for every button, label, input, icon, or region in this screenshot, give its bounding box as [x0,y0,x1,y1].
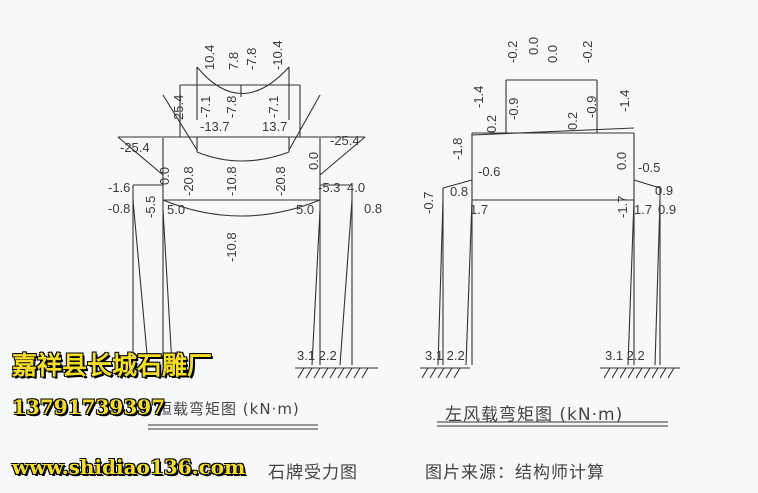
moment-value-label: -13.7 [200,119,230,134]
right-base-label-2: 3.1 2.2 [605,348,645,363]
moment-value-label: -1.6 [108,180,130,195]
moment-value-label: -25.4 [330,133,360,148]
moment-value-label: 13.7 [262,119,287,134]
moment-value-label: -25.4 [120,140,150,155]
moment-value-label: 0.0 [545,45,560,63]
moment-value-label: 0.8 [364,201,382,216]
moment-value-label: -1.7 [615,196,630,218]
left-frame [117,66,378,379]
figure-name: 石牌受力图 [268,463,358,483]
moment-value-label: -0.7 [421,192,436,214]
moment-value-label: -0.6 [478,164,500,179]
moment-value-label: -7.8 [224,96,239,118]
moment-value-label: -0.5 [638,160,660,175]
moment-value-label: 0.9 [655,183,673,198]
moment-value-label: -10.8 [224,166,239,196]
moment-value-label: 0.0 [614,152,629,170]
moment-value-label: 25.4 [171,95,186,120]
moment-value-label: 0.0 [306,152,321,170]
moment-value-label: -0.2 [580,41,595,63]
moment-value-label: 0.2 [565,112,580,130]
moment-value-label: -20.8 [181,166,196,196]
moment-value-label: -0.8 [108,201,130,216]
moment-value-label: -0.2 [505,41,520,63]
title-underlines [148,421,668,430]
moment-value-label: -7.1 [266,96,281,118]
moment-value-label: 10.4 [202,45,217,70]
moment-value-label: -5.5 [143,196,158,218]
right-frame [420,79,680,379]
moment-value-label: -1.8 [450,138,465,160]
right-title-unit: (kN·m) [559,405,624,425]
right-diagram-title: 左风载弯矩图 (kN·m) [445,400,623,425]
moment-value-label: 4.0 [347,180,365,195]
left-base-label: 3.1 2.2 [297,348,337,363]
moment-value-label: -1.4 [617,90,632,112]
moment-value-label: -7.8 [244,48,259,70]
moment-value-label: -0.9 [584,96,599,118]
moment-value-label: -10.8 [224,232,239,262]
moment-value-label: 0.8 [450,184,468,199]
watermark-website: www.shidiao136.com [12,455,246,479]
right-moment-labels: -0.2 0.0 0.0 -0.2 -1.4 -0.9 -0.9 -1.4 0.2 0.2 -1.8… [421,37,676,218]
moment-value-label: -20.8 [273,166,288,196]
moment-value-label: -1.4 [471,86,486,108]
moment-value-label: 0.9 [658,202,676,217]
moment-value-label: 1.7 [470,202,488,217]
watermark-phone: 13791739397 [12,395,166,419]
left-diagram-title: 恒载弯矩图 (kN·m) [157,398,300,419]
moment-value-label: 1.7 [634,202,652,217]
moment-value-label: 0.2 [484,115,499,133]
moment-value-label: -0.9 [506,98,521,120]
moment-value-label: 0.0 [526,37,541,55]
moment-value-label: -5.3 [318,180,340,195]
watermark-company: 嘉祥县长城石雕厂 [12,351,213,380]
right-base-label-1: 3.1 2.2 [425,348,465,363]
left-title-unit: (kN·m) [242,400,300,418]
moment-value-label: 7.8 [226,52,241,70]
moment-value-label: 0.0 [157,167,172,185]
moment-value-label: 5.0 [296,202,314,217]
moment-value-label: 5.0 [167,202,185,217]
right-title-text: 左风载弯矩图 [445,405,553,425]
left-title-text: 恒载弯矩图 [157,400,238,418]
moment-value-label: -7.1 [198,96,213,118]
moment-value-label: -10.4 [270,40,285,70]
figure-source: 图片来源：结构师计算 [425,463,605,483]
